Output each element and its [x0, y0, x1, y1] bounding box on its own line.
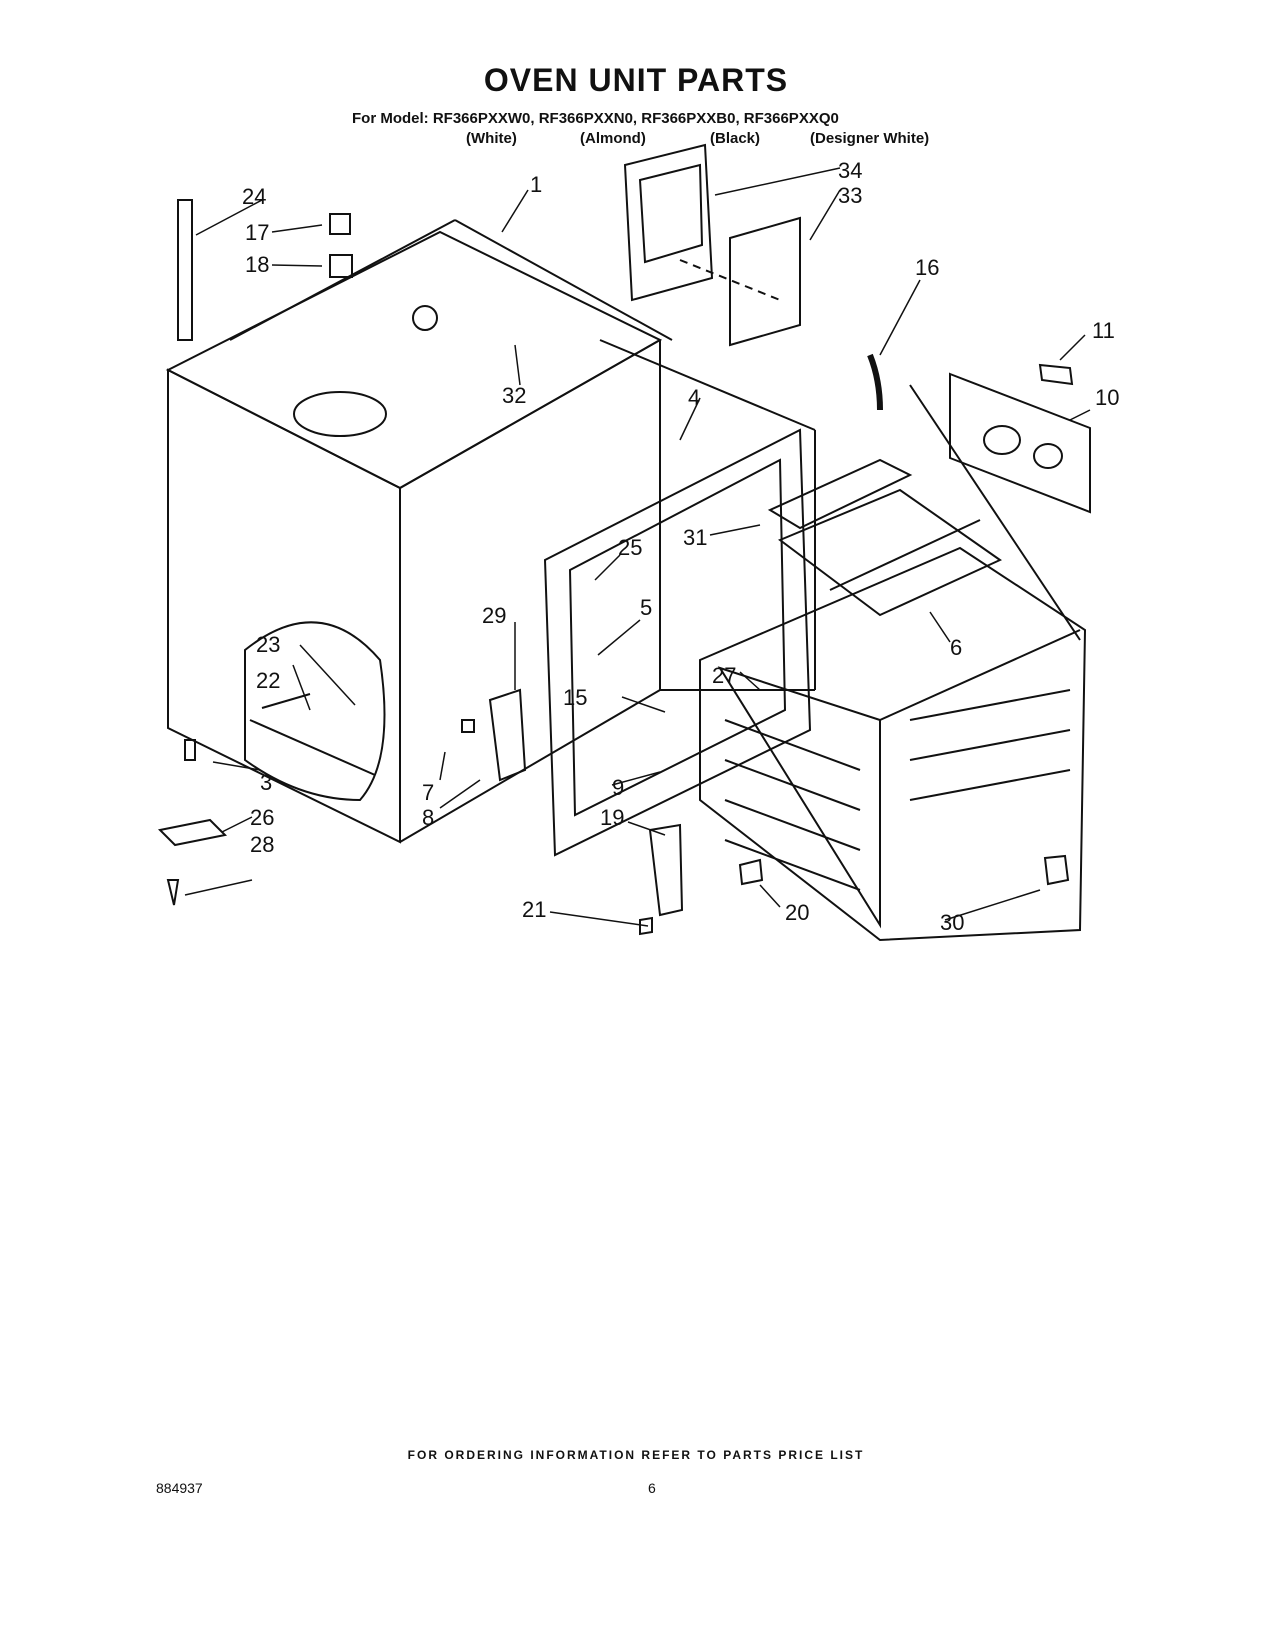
part-label-1: 1 — [530, 172, 542, 197]
part-label-26: 26 — [250, 805, 274, 830]
model-numbers: For Model: RF366PXXW0, RF366PXXN0, RF366… — [352, 110, 839, 127]
part-label-20: 20 — [785, 900, 809, 925]
part-label-29: 29 — [482, 603, 506, 628]
part-label-21: 21 — [522, 897, 546, 922]
part-label-25: 25 — [618, 535, 642, 560]
part-label-27: 27 — [712, 663, 736, 688]
part-label-34: 34 — [838, 158, 862, 183]
part-label-9: 9 — [612, 775, 624, 800]
color-black: (Black) — [710, 130, 761, 147]
part-label-10: 10 — [1095, 385, 1119, 410]
part-label-31: 31 — [683, 525, 707, 550]
part-number-labels: 1 3 4 5 6 7 8 9 10 11 15 16 17 18 19 20 … — [242, 158, 1119, 935]
part-label-17: 17 — [245, 220, 269, 245]
part-label-24: 24 — [242, 184, 266, 209]
part-label-18: 18 — [245, 252, 269, 277]
part-label-4: 4 — [688, 385, 700, 410]
color-almond: (Almond) — [580, 130, 646, 147]
oven-liner — [699, 546, 1087, 942]
vent-bracket — [623, 143, 801, 347]
page-number: 6 — [648, 1480, 656, 1496]
leader-lines — [184, 167, 1091, 927]
control-parts — [867, 353, 1091, 641]
part-label-33: 33 — [838, 183, 862, 208]
page-title: OVEN UNIT PARTS — [483, 62, 789, 98]
oven-cabinet — [165, 219, 816, 844]
part-label-22: 22 — [256, 668, 280, 693]
part-label-23: 23 — [256, 632, 280, 657]
part-label-32: 32 — [502, 383, 526, 408]
ordering-info-footer: FOR ORDERING INFORMATION REFER TO PARTS … — [407, 1448, 865, 1462]
part-label-7: 7 — [422, 780, 434, 805]
part-label-6: 6 — [950, 635, 962, 660]
part-label-8: 8 — [422, 805, 434, 830]
heating-element — [767, 458, 1003, 617]
part-label-5: 5 — [640, 595, 652, 620]
fasteners — [157, 199, 1070, 936]
document-number: 884937 — [156, 1480, 203, 1496]
part-label-11: 11 — [1092, 318, 1115, 343]
part-label-30: 30 — [940, 910, 964, 935]
part-label-28: 28 — [250, 832, 274, 857]
door-frame — [543, 428, 812, 857]
part-label-19: 19 — [600, 805, 624, 830]
color-designer-white: (Designer White) — [810, 130, 930, 147]
part-label-15: 15 — [563, 685, 587, 710]
color-white: (White) — [466, 130, 517, 147]
part-label-3: 3 — [260, 770, 272, 795]
part-label-16: 16 — [915, 255, 939, 280]
